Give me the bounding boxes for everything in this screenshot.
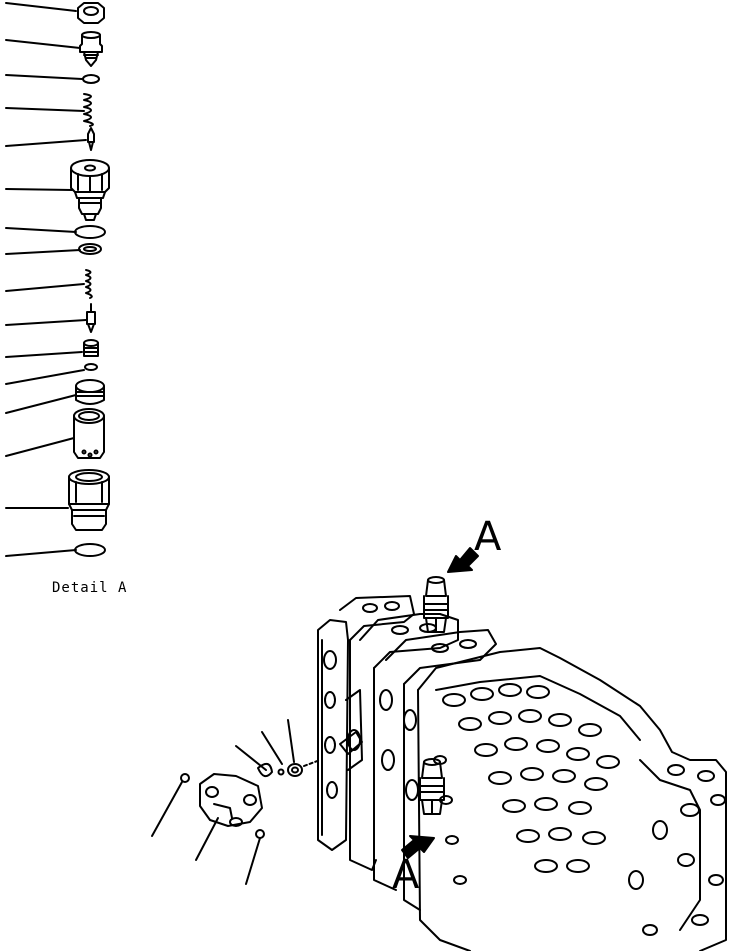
cap-nut-part [78,3,104,23]
relief-housing-part [71,160,109,220]
relief-valve-bottom [420,759,444,814]
piston-part [87,304,95,332]
sleeve-part [84,340,98,356]
arrow-a-bottom-icon [402,836,434,858]
detail-a-caption: Detail A [52,580,128,596]
o-ring-large-2 [75,544,105,556]
control-valve-block [318,596,726,951]
backup-ring-part [79,244,101,254]
o-ring-large-1 [75,226,105,238]
view-marker-a-top: A [474,514,502,560]
arrow-a-top-icon [448,548,478,572]
view-marker-a-bottom: A [392,852,420,898]
seat-ring-part [76,380,104,404]
o-ring-small-1 [83,75,99,83]
poppet-part [88,128,94,150]
spring-part-2 [86,270,92,298]
spring-part-1 [84,94,93,126]
detail-a-parts-column [6,3,109,556]
adjust-screw-part [80,32,102,66]
leader-lines [6,3,86,556]
relief-valve-top [424,577,448,632]
o-ring-small-2 [85,364,97,370]
side-cover-assembly [152,720,362,884]
plug-body-part [69,470,109,530]
cylinder-body-part [74,409,104,458]
